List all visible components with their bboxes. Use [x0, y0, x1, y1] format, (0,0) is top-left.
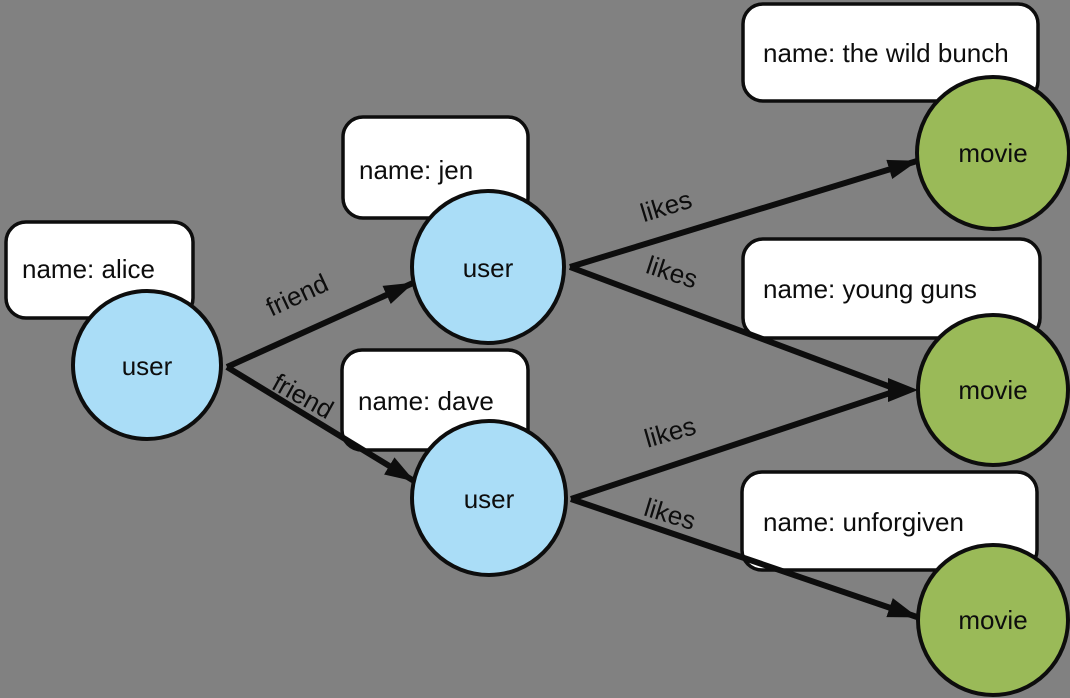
node-user-alice: user	[71, 289, 223, 441]
svg-text:friend: friend	[261, 268, 333, 323]
svg-text:likes: likes	[637, 184, 696, 228]
edge-dave-unforgiven	[570, 496, 918, 620]
property-text: name: young guns	[763, 274, 977, 304]
node-label: user	[463, 253, 514, 283]
movie-node-circle	[916, 543, 1070, 697]
edge-dave-young-guns	[570, 388, 897, 502]
node-user-jen: user	[410, 189, 566, 345]
property-text: name: alice	[22, 254, 155, 284]
node-movie-unforgiven: movie	[916, 543, 1070, 697]
property-box	[741, 237, 1042, 340]
property-box-wild-bunch: name: the wild bunch	[741, 2, 1040, 103]
node-movie-wild-bunch: movie	[915, 75, 1070, 231]
property-text: name: the wild bunch	[763, 38, 1009, 68]
node-label: user	[464, 484, 515, 514]
edge-jen-young-guns	[568, 264, 898, 392]
edge-alice-jen	[225, 280, 415, 370]
property-box-young-guns: name: young guns	[741, 237, 1042, 340]
property-text: name: unforgiven	[763, 507, 964, 537]
user-node-circle	[410, 189, 566, 345]
user-node-circle	[71, 289, 223, 441]
movie-node-circle	[915, 75, 1070, 231]
node-user-dave: user	[410, 419, 568, 577]
movie-node-circle	[916, 313, 1070, 467]
svg-text:likes: likes	[641, 492, 700, 536]
edge-jen-wild-bunch	[569, 158, 918, 270]
property-box	[740, 470, 1039, 572]
edge-label-likes-jen-wild-bunch: likes	[637, 184, 696, 228]
edge-label-likes-dave-unforgiven: likes	[641, 492, 700, 536]
node-label: movie	[958, 138, 1027, 168]
user-node-circle	[410, 419, 568, 577]
arrowhead-young-guns-icon	[888, 378, 918, 402]
node-label: movie	[958, 375, 1027, 405]
edge-alice-dave	[225, 364, 416, 484]
edge-label-likes-jen-young-guns: likes	[643, 250, 702, 295]
property-box-unforgiven: name: unforgiven	[740, 470, 1039, 572]
property-text: name: dave	[358, 386, 494, 416]
edge-label-friend-alice-jen: friend	[261, 268, 333, 323]
node-label: user	[122, 351, 173, 381]
node-label: movie	[958, 605, 1027, 635]
svg-text:likes: likes	[641, 410, 699, 453]
property-box	[741, 2, 1040, 103]
node-movie-young-guns: movie	[916, 313, 1070, 467]
property-text: name: jen	[359, 155, 473, 185]
edge-label-likes-dave-young-guns: likes	[641, 410, 699, 453]
svg-text:likes: likes	[643, 250, 702, 295]
